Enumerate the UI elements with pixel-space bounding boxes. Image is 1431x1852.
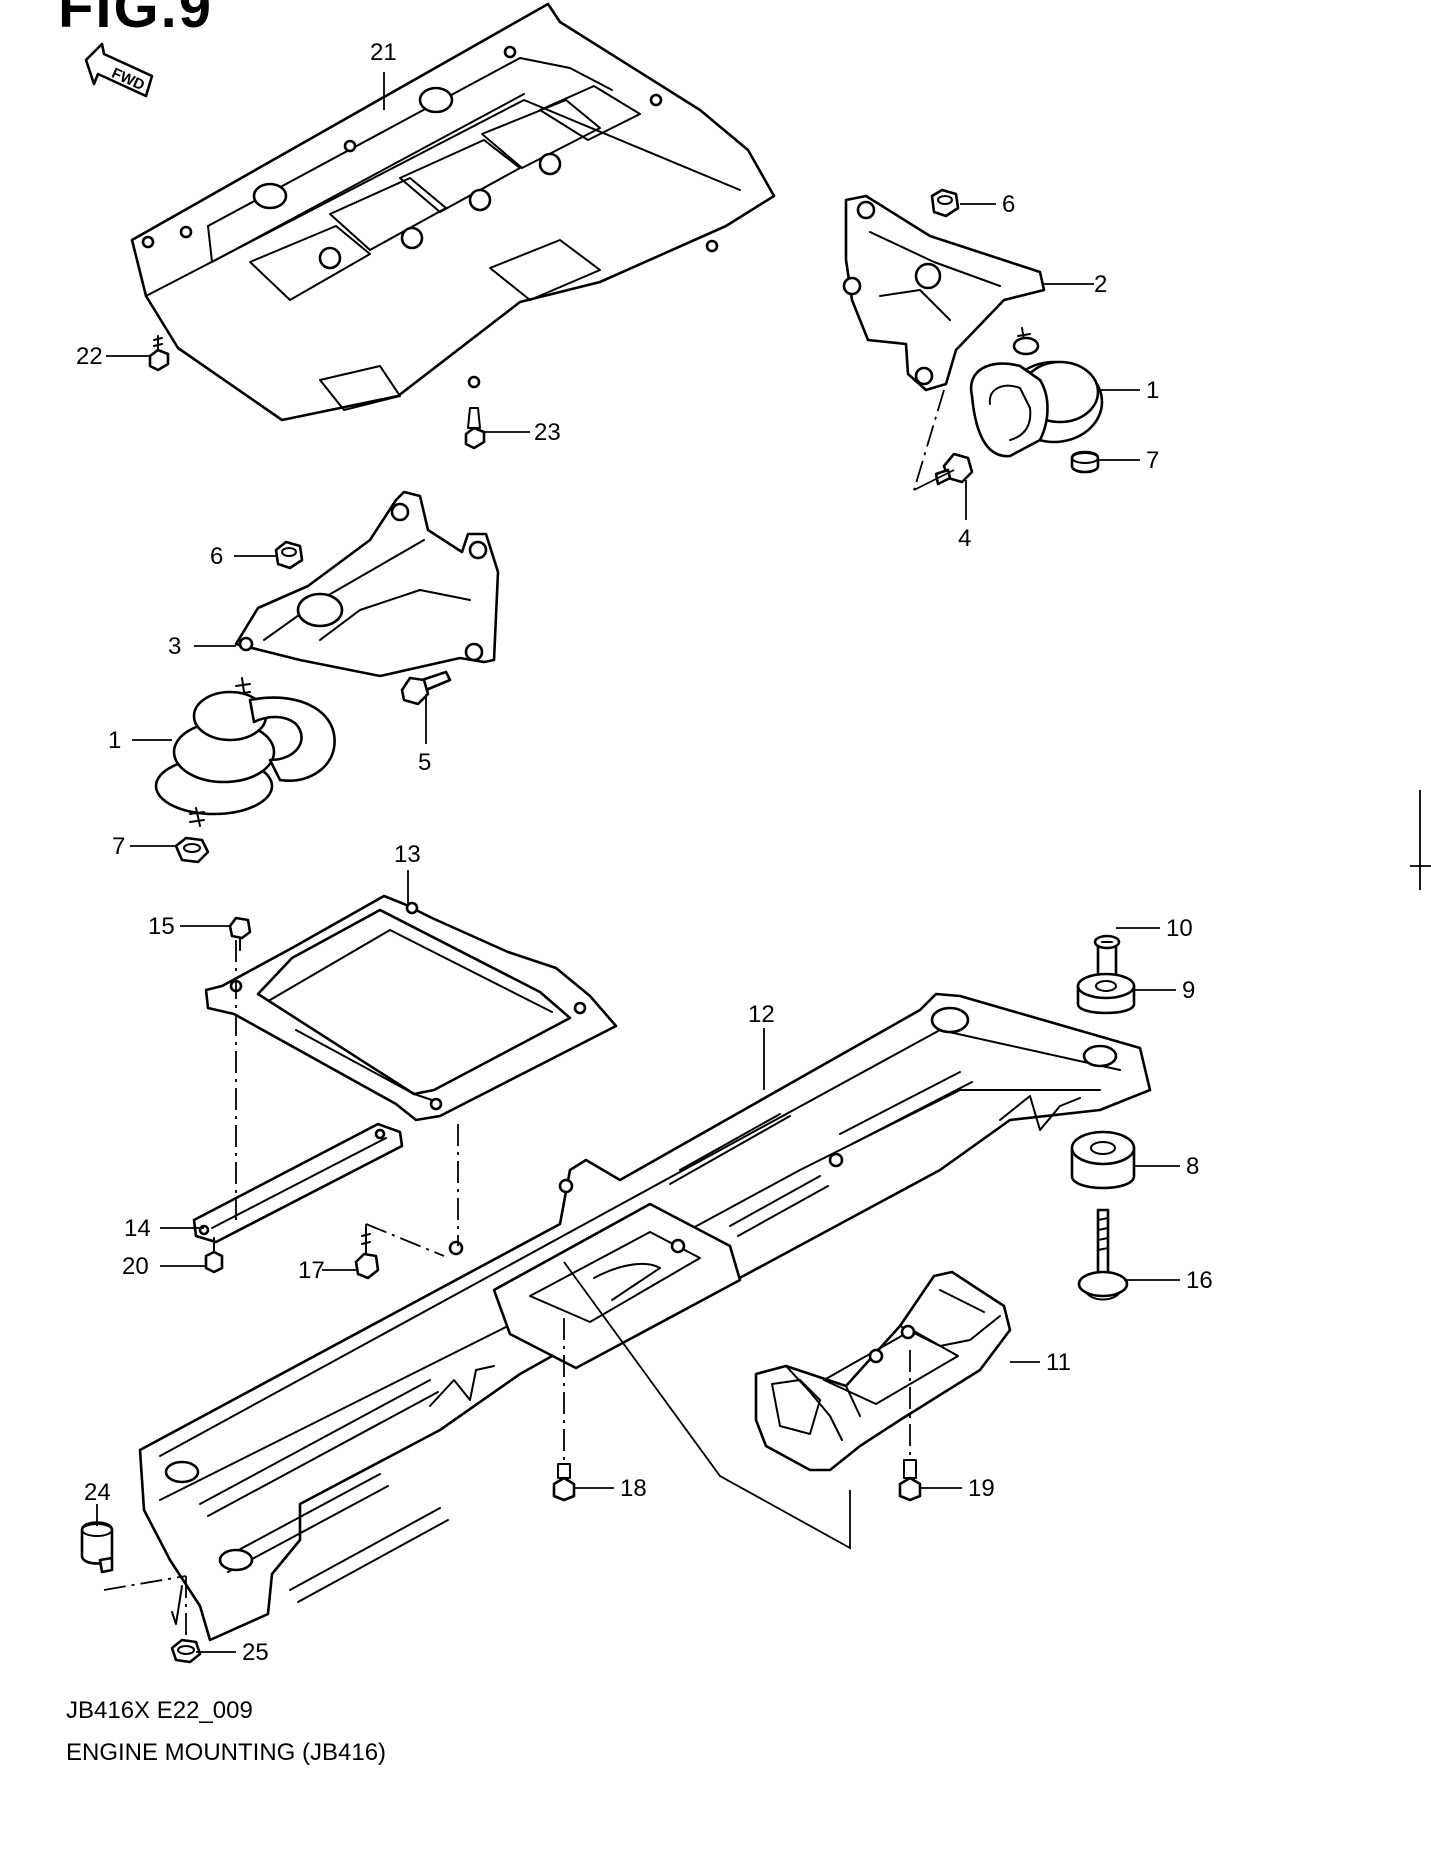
callout-11: 11 — [1046, 1349, 1071, 1376]
callout-8: 8 — [1186, 1153, 1199, 1180]
callout-1-upper: 1 — [1146, 377, 1159, 404]
bolt-19 — [898, 1459, 922, 1502]
engine-mounting-bracket-lh — [234, 490, 500, 678]
callout-9: 9 — [1182, 977, 1195, 1004]
cushion-upper — [1076, 972, 1136, 1015]
callout-2: 2 — [1094, 271, 1107, 298]
callout-10: 10 — [1166, 915, 1193, 942]
callout-22: 22 — [76, 343, 103, 370]
callout-25: 25 — [242, 1639, 269, 1666]
mounting-nut-lower-lh — [174, 836, 210, 864]
mounting-nut-lower-rh — [1070, 450, 1100, 474]
engine-mounting-member — [138, 992, 1152, 1642]
forward-direction-arrow: FWD — [84, 42, 154, 98]
cap-24 — [80, 1521, 114, 1574]
callout-16: 16 — [1186, 1267, 1213, 1294]
callout-6-upper: 6 — [1002, 191, 1015, 218]
mounting-bolt-16 — [1077, 1208, 1129, 1301]
reinforcement-strip — [192, 1122, 404, 1244]
callout-4: 4 — [958, 525, 971, 552]
callout-3: 3 — [168, 633, 181, 660]
assembly-lines — [103, 389, 955, 1642]
callout-24: 24 — [84, 1479, 111, 1506]
mounting-bolt-lh — [400, 670, 452, 706]
engine-mounting-bracket-rh — [842, 194, 1046, 392]
figure-heading: FIG.9 — [58, 0, 214, 40]
engine-mounting-rh — [969, 327, 1104, 458]
callout-7-upper: 7 — [1146, 447, 1159, 474]
engine-mounting-lh — [154, 677, 336, 827]
cushion-lower — [1070, 1130, 1136, 1190]
callout-21: 21 — [370, 39, 397, 66]
callout-15: 15 — [148, 913, 175, 940]
bolt-17 — [354, 1227, 380, 1280]
engine-frame-shield — [204, 894, 618, 1122]
callout-20: 20 — [122, 1253, 149, 1280]
callout-23: 23 — [534, 419, 561, 446]
nut-25 — [170, 1638, 202, 1664]
clip-23 — [464, 407, 486, 450]
leader-lines — [96, 72, 1180, 1653]
bolt-18 — [552, 1463, 576, 1502]
callout-6-lower: 6 — [210, 543, 223, 570]
callout-14: 14 — [124, 1215, 151, 1242]
bolt-20 — [204, 1237, 224, 1274]
transmission-mount — [754, 1270, 1012, 1472]
mounting-nut-upper-rh — [930, 188, 960, 218]
fwd-label: FWD — [109, 65, 147, 94]
mounting-nut-upper-lh — [274, 540, 304, 570]
bolt-15 — [228, 916, 252, 951]
callout-5: 5 — [418, 749, 431, 776]
callout-18: 18 — [620, 1475, 647, 1502]
mounting-bolt-rh — [934, 452, 974, 486]
callout-7-lower: 7 — [112, 833, 125, 860]
callout-12: 12 — [748, 1001, 775, 1028]
diagram-code: JB416X E22_009 — [66, 1697, 253, 1724]
callout-13: 13 — [394, 841, 421, 868]
callout-labels: 21 6 2 1 7 4 22 23 6 3 1 5 7 13 15 10 9 … — [76, 39, 1213, 1666]
callout-1-lower: 1 — [108, 727, 121, 754]
page-edge-marks — [1410, 790, 1431, 890]
diagram-title: ENGINE MOUNTING (JB416) — [66, 1739, 387, 1766]
engine-under-cover — [130, 2, 776, 422]
bolt-22 — [148, 335, 170, 372]
callout-17: 17 — [298, 1257, 325, 1284]
callout-19: 19 — [968, 1475, 995, 1502]
